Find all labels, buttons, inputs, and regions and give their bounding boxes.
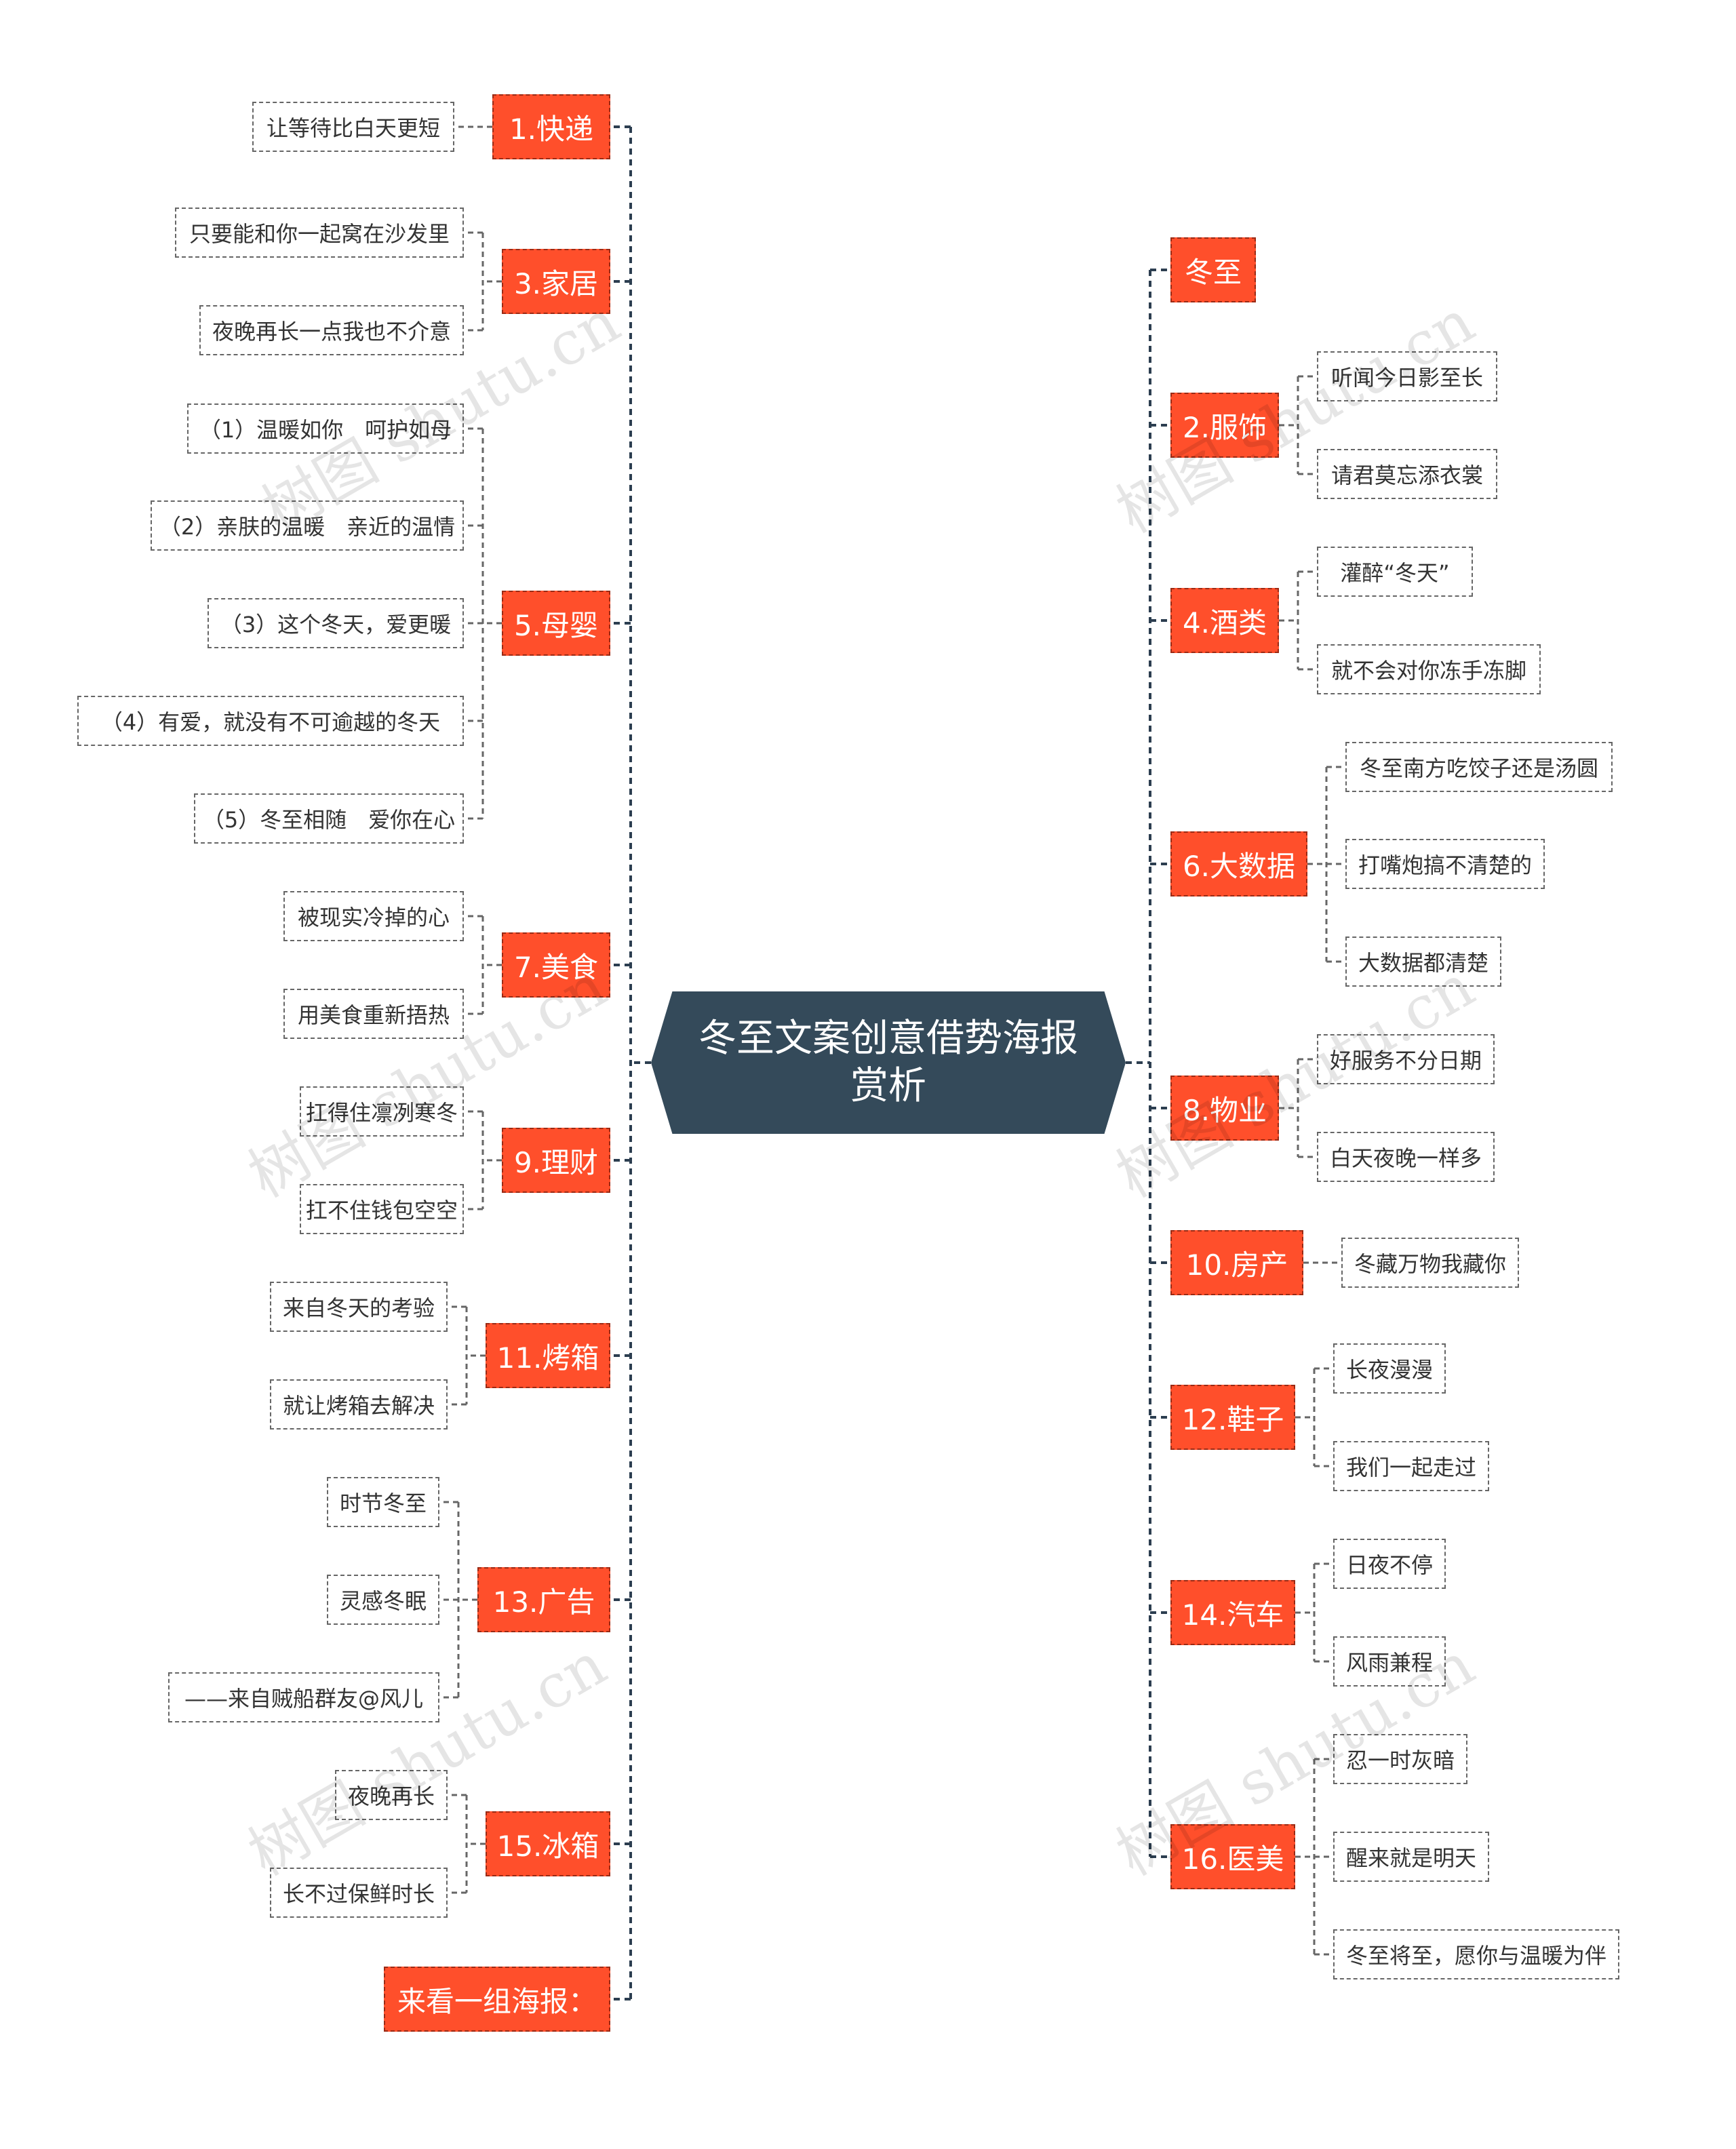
leaf-text-right[interactable]: 日夜不停 — [1333, 1539, 1446, 1589]
leaf-text-left[interactable]: 扛不住钱包空空 — [300, 1184, 464, 1234]
leaf-text-left[interactable]: 夜晚再长 — [335, 1770, 448, 1820]
leaf-text-left[interactable]: 用美食重新捂热 — [283, 989, 464, 1039]
leaf-text-right[interactable]: 灌醉“冬天” — [1317, 547, 1473, 597]
leaf-text-left[interactable]: 让等待比白天更短 — [252, 102, 454, 152]
branch-topic-left[interactable]: 5.母婴 — [502, 591, 610, 656]
leaf-text-left[interactable]: 灵感冬眠 — [327, 1575, 439, 1625]
leaf-text-right[interactable]: 就不会对你冻手冻脚 — [1317, 644, 1541, 694]
leaf-text-left[interactable]: （3）这个冬天，爱更暖 — [208, 598, 464, 648]
branch-topic-left[interactable]: 来看一组海报： — [384, 1967, 610, 2032]
leaf-text-left[interactable]: 扛得住凛冽寒冬 — [300, 1086, 464, 1137]
leaf-text-left[interactable]: （4）有爱，就没有不可逾越的冬天 — [77, 696, 464, 746]
leaf-text-right[interactable]: 听闻今日影至长 — [1317, 351, 1497, 401]
leaf-text-left[interactable]: 时节冬至 — [327, 1477, 439, 1527]
branch-topic-right[interactable]: 2.服饰 — [1170, 393, 1279, 458]
leaf-text-right[interactable]: 醒来就是明天 — [1333, 1832, 1489, 1882]
branch-topic-right[interactable]: 8.物业 — [1170, 1076, 1279, 1141]
leaf-text-right[interactable]: 冬至南方吃饺子还是汤圆 — [1345, 742, 1613, 792]
branch-topic-right[interactable]: 12.鞋子 — [1170, 1385, 1295, 1450]
leaf-text-left[interactable]: （2）亲肤的温暖 亲近的温情 — [151, 500, 464, 551]
leaf-text-right[interactable]: 忍一时灰暗 — [1333, 1734, 1467, 1784]
leaf-text-left[interactable]: 就让烤箱去解决 — [270, 1379, 448, 1430]
leaf-text-right[interactable]: 打嘴炮搞不清楚的 — [1345, 839, 1545, 889]
branch-topic-left[interactable]: 7.美食 — [502, 932, 610, 998]
branch-topic-left[interactable]: 3.家居 — [502, 249, 610, 314]
leaf-text-right[interactable]: 冬至将至，愿你与温暖为伴 — [1333, 1929, 1619, 1979]
leaf-text-right[interactable]: 好服务不分日期 — [1317, 1034, 1495, 1084]
leaf-text-left[interactable]: 只要能和你一起窝在沙发里 — [175, 208, 464, 258]
leaf-text-right[interactable]: 冬藏万物我藏你 — [1341, 1238, 1519, 1288]
branch-topic-right[interactable]: 16.医美 — [1170, 1824, 1295, 1889]
leaf-text-left[interactable]: （5）冬至相随 爱你在心 — [194, 793, 464, 844]
branch-topic-left[interactable]: 9.理财 — [502, 1128, 610, 1193]
leaf-text-right[interactable]: 风雨兼程 — [1333, 1636, 1446, 1687]
leaf-text-left[interactable]: 被现实冷掉的心 — [283, 891, 464, 941]
leaf-text-left[interactable]: 夜晚再长一点我也不介意 — [199, 305, 464, 355]
branch-topic-left[interactable]: 13.广告 — [477, 1567, 610, 1632]
branch-topic-right[interactable]: 10.房产 — [1170, 1230, 1303, 1295]
branch-topic-right[interactable]: 6.大数据 — [1170, 831, 1307, 896]
branch-topic-right[interactable]: 冬至 — [1170, 237, 1256, 302]
root-topic[interactable]: 冬至文案创意借势海报赏析 — [651, 991, 1126, 1134]
leaf-text-left[interactable]: （1）温暖如你 呵护如母 — [187, 403, 464, 454]
leaf-text-left[interactable]: ——来自贼船群友@风儿 — [168, 1672, 439, 1722]
leaf-text-right[interactable]: 白天夜晚一样多 — [1317, 1132, 1495, 1182]
branch-topic-left[interactable]: 1.快递 — [492, 94, 610, 159]
leaf-text-right[interactable]: 大数据都清楚 — [1345, 937, 1501, 987]
leaf-text-left[interactable]: 来自冬天的考验 — [270, 1282, 448, 1332]
branch-topic-left[interactable]: 11.烤箱 — [486, 1323, 610, 1388]
branch-topic-right[interactable]: 4.酒类 — [1170, 588, 1279, 653]
leaf-text-left[interactable]: 长不过保鲜时长 — [270, 1868, 448, 1918]
leaf-text-right[interactable]: 长夜漫漫 — [1333, 1343, 1446, 1394]
branch-topic-left[interactable]: 15.冰箱 — [486, 1811, 610, 1876]
branch-topic-right[interactable]: 14.汽车 — [1170, 1580, 1295, 1645]
leaf-text-right[interactable]: 请君莫忘添衣裳 — [1317, 449, 1497, 499]
leaf-text-right[interactable]: 我们一起走过 — [1333, 1441, 1489, 1491]
